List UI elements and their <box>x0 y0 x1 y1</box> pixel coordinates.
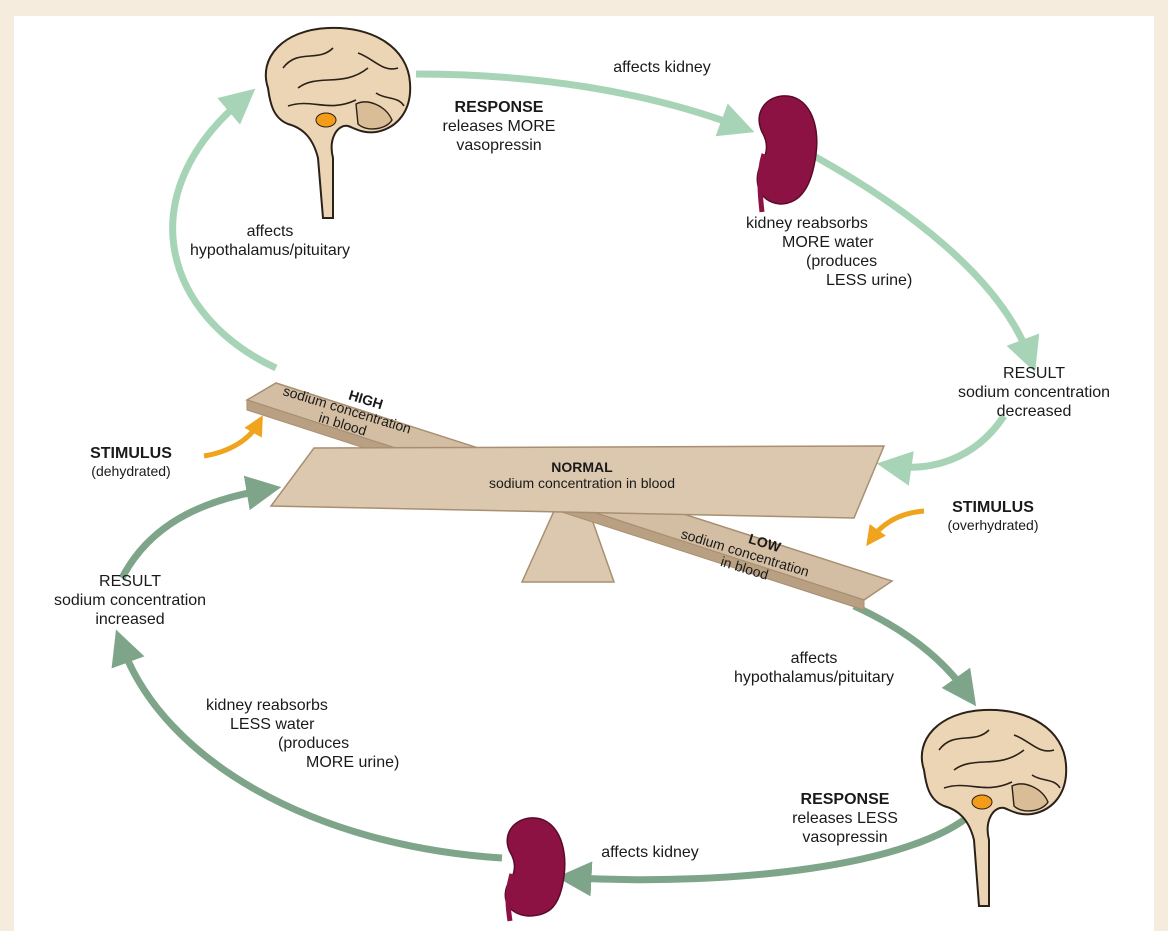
top-result-label: RESULT sodium concentration decreased <box>934 364 1134 421</box>
top-response-line1: releases MORE <box>442 118 556 135</box>
bottom-kidney-reabsorbs-label: kidney reabsorbs LESS water (produces MO… <box>206 696 426 772</box>
kidney-top-icon <box>756 95 818 213</box>
top-response-label: RESPONSE releases MORE vasopressin <box>424 98 574 155</box>
stimulus-dehydrated-arrow <box>203 415 263 459</box>
bottom-affects-hypothalamus-line1: affects <box>790 650 838 667</box>
top-affects-hypothalamus-line1: affects <box>246 223 294 240</box>
seesaw <box>245 382 894 611</box>
normal-title: NORMAL <box>551 459 613 475</box>
normal-board <box>269 445 886 519</box>
top-response-title: RESPONSE <box>454 99 544 116</box>
top-result-title: RESULT <box>1003 365 1065 382</box>
arrow-to-kidney-top <box>415 70 755 137</box>
stimulus-overhydrated-note: (overhydrated) <box>947 517 1039 533</box>
stimulus-overhydrated-label: STIMULUS (overhydrated) <box>928 498 1058 533</box>
bottom-affects-hypothalamus-label: affects hypothalamus/pituitary <box>714 649 914 687</box>
top-affects-kidney-label: affects kidney <box>592 58 732 77</box>
bottom-result-line1: sodium concentration <box>53 592 207 609</box>
bottom-affects-hypothalamus-line2: hypothalamus/pituitary <box>733 669 895 686</box>
bottom-response-line2: vasopressin <box>802 829 888 846</box>
stimulus-overhydrated-title: STIMULUS <box>952 499 1034 516</box>
normal-text: sodium concentration in blood <box>488 475 675 491</box>
arrow-to-kidney-bottom <box>556 809 977 897</box>
figure-panel: affects hypothalamus/pituitary RESPONSE … <box>14 16 1154 931</box>
bottom-kidney-line4: MORE urine) <box>306 754 400 771</box>
stimulus-dehydrated-title: STIMULUS <box>90 445 172 462</box>
bottom-result-title: RESULT <box>99 573 161 590</box>
brain-bottom-icon <box>920 708 1068 907</box>
brain-top-icon <box>264 26 412 219</box>
top-affects-hypothalamus-label: affects hypothalamus/pituitary <box>170 222 370 260</box>
top-result-line1: sodium concentration <box>957 384 1111 401</box>
bottom-affects-kidney-label: affects kidney <box>580 843 720 862</box>
stimulus-overhydrated-arrow <box>866 508 925 547</box>
bottom-response-label: RESPONSE releases LESS vasopressin <box>770 790 920 847</box>
arrow-kidney-to-result-bottom <box>111 629 503 862</box>
normal-label: NORMAL sodium concentration in blood <box>432 459 732 491</box>
top-affects-hypothalamus-line2: hypothalamus/pituitary <box>189 242 351 259</box>
arrow-result-to-normal-bottom <box>118 475 282 580</box>
bottom-result-label: RESULT sodium concentration increased <box>30 572 230 629</box>
bottom-kidney-line1: kidney reabsorbs <box>206 697 328 714</box>
bottom-response-title: RESPONSE <box>800 791 890 808</box>
kidney-bottom-icon <box>504 817 566 922</box>
top-affects-kidney-text: affects kidney <box>613 59 711 76</box>
bottom-kidney-line2: LESS water <box>230 716 315 733</box>
bottom-affects-kidney-text: affects kidney <box>601 844 699 861</box>
arrow-to-hypothalamus-top <box>169 88 278 372</box>
top-response-line2: vasopressin <box>456 137 542 154</box>
top-kidney-line3: (produces <box>806 253 878 270</box>
bottom-response-line1: releases LESS <box>792 810 898 827</box>
arrow-to-hypothalamus-bottom <box>852 602 977 707</box>
top-kidney-reabsorbs-label: kidney reabsorbs MORE water (produces LE… <box>746 214 946 290</box>
top-result-line2: decreased <box>996 403 1072 420</box>
arrow-kidney-to-result-top <box>812 152 1040 373</box>
arrow-result-to-normal-top <box>876 414 1007 486</box>
top-kidney-line4: LESS urine) <box>826 272 913 289</box>
stimulus-dehydrated-note: (dehydrated) <box>91 463 171 479</box>
feedback-diagram <box>111 26 1068 922</box>
stimulus-dehydrated-label: STIMULUS (dehydrated) <box>66 444 196 479</box>
bottom-kidney-line3: (produces <box>278 735 350 752</box>
top-kidney-line1: kidney reabsorbs <box>746 215 868 232</box>
bottom-result-line2: increased <box>95 611 165 628</box>
top-kidney-line2: MORE water <box>782 234 874 251</box>
